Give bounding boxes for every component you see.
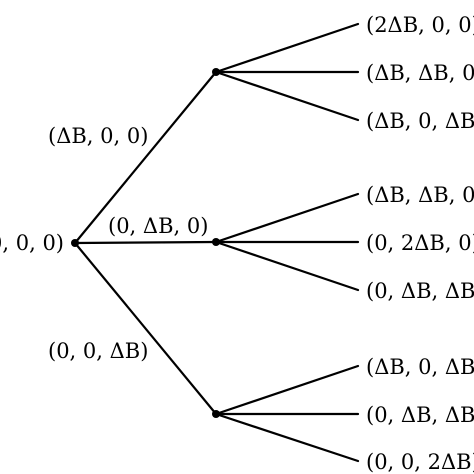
level1-node-1 bbox=[212, 68, 220, 76]
edge-node-1-to-leaf-1 bbox=[214, 22, 360, 74]
leaf-label-1-2: (ΔB, ΔB, 0) bbox=[366, 61, 474, 85]
root-node bbox=[71, 239, 79, 247]
leaf-label-2-1: (ΔB, ΔB, 0) bbox=[366, 183, 474, 207]
leaf-label-3-3: (0, 0, 2ΔB) bbox=[366, 450, 474, 474]
edge-root-to-node-2 bbox=[73, 240, 218, 245]
edge-node-3-to-leaf-3 bbox=[214, 412, 360, 463]
edge-label-2: (0, ΔB, 0) bbox=[108, 214, 208, 238]
edge-label-3: (0, 0, ΔB) bbox=[48, 339, 148, 363]
edge-node-1-to-leaf-3 bbox=[214, 70, 360, 122]
level1-node-2 bbox=[212, 238, 220, 246]
leaf-label-1-1: (2ΔB, 0, 0) bbox=[366, 13, 474, 37]
leaf-label-2-3: (0, ΔB, ΔB) bbox=[366, 279, 474, 303]
edge-root-to-node-1 bbox=[73, 70, 218, 245]
leaf-label-1-3: (ΔB, 0, ΔB) bbox=[366, 109, 474, 133]
edge-node-2-to-leaf-3 bbox=[214, 240, 360, 292]
edge-label-1: (ΔB, 0, 0) bbox=[48, 124, 148, 148]
edge-root-to-node-3 bbox=[73, 241, 218, 416]
edge-node-3-to-leaf-1 bbox=[214, 364, 360, 416]
level1-node-3 bbox=[212, 410, 220, 418]
edge-node-2-to-leaf-1 bbox=[214, 192, 360, 244]
leaf-label-3-2: (0, ΔB, ΔB) bbox=[366, 403, 474, 427]
leaf-label-3-1: (ΔB, 0, ΔB) bbox=[366, 355, 474, 379]
root-label: (0, 0, 0) bbox=[0, 231, 64, 255]
leaf-label-2-2: (0, 2ΔB, 0) bbox=[366, 231, 474, 255]
